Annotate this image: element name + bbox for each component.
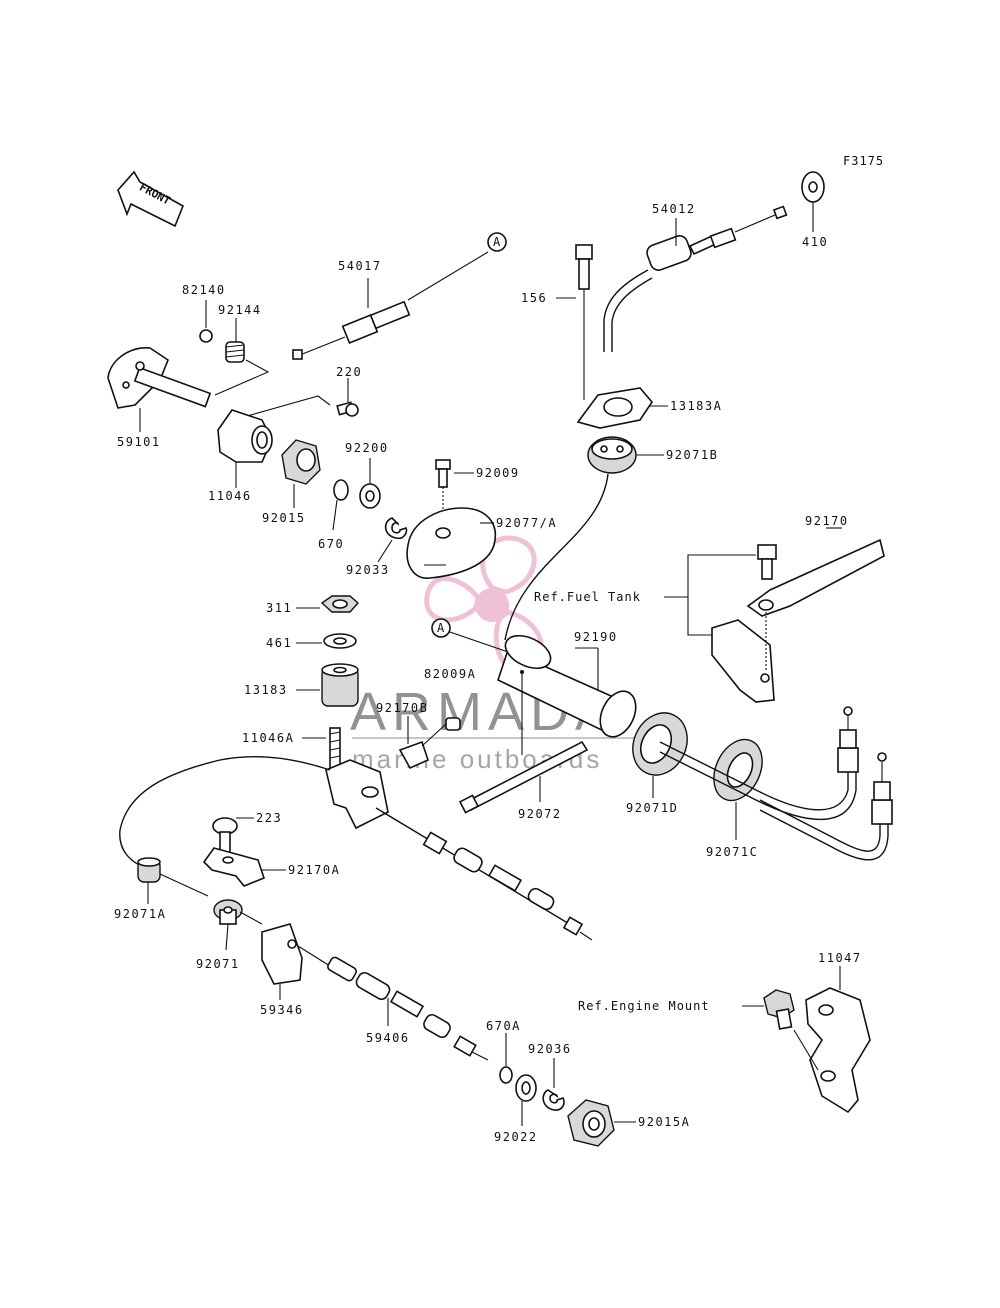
bracket-11046A bbox=[325, 727, 389, 830]
cable-loop-left bbox=[119, 756, 331, 869]
label-92071C: 92071C bbox=[706, 845, 758, 859]
label-92009: 92009 bbox=[476, 466, 520, 480]
control-cable-middle bbox=[375, 807, 593, 941]
washer-410-hole bbox=[808, 181, 818, 193]
cable-ends-right bbox=[659, 706, 893, 861]
label-92022: 92022 bbox=[494, 1130, 538, 1144]
label-92033: 92033 bbox=[346, 563, 390, 577]
bolt-engine-mount bbox=[763, 989, 795, 1030]
label-311: 311 bbox=[266, 601, 292, 615]
screw-92009 bbox=[435, 459, 451, 488]
bolt-92170-top bbox=[757, 544, 777, 580]
cover-92077A bbox=[406, 507, 497, 579]
callout-a-top-label: A bbox=[493, 235, 501, 249]
label-92077A: 92077/A bbox=[496, 516, 557, 530]
strap-92170 bbox=[746, 538, 885, 617]
label-82140: 82140 bbox=[182, 283, 226, 297]
watermark: ARMADA marine outboards bbox=[350, 535, 650, 774]
label-54017: 54017 bbox=[338, 259, 382, 273]
nut-311 bbox=[320, 595, 359, 613]
label-92170B: 92170B bbox=[376, 701, 428, 715]
label-13183: 13183 bbox=[244, 683, 288, 697]
nut-92015A bbox=[567, 1099, 615, 1147]
label-92170: 92170 bbox=[805, 514, 849, 528]
label-92071A: 92071A bbox=[114, 907, 166, 921]
label-156: 156 bbox=[521, 291, 547, 305]
label-410: 410 bbox=[802, 235, 828, 249]
label-92200: 92200 bbox=[345, 441, 389, 455]
label-92036: 92036 bbox=[528, 1042, 572, 1056]
block-59346 bbox=[261, 923, 303, 985]
callout-a-mid-label: A bbox=[437, 621, 445, 635]
label-92190: 92190 bbox=[574, 630, 618, 644]
grommet-92071A bbox=[137, 857, 161, 883]
label-92170A: 92170A bbox=[288, 863, 340, 877]
choke-cable-54017 bbox=[292, 251, 489, 360]
bracket-fuel-tank bbox=[711, 619, 775, 703]
nut-92015 bbox=[281, 439, 321, 485]
callout-a-mid bbox=[431, 618, 451, 638]
label-59101: 59101 bbox=[117, 435, 161, 449]
lockwasher-461 bbox=[323, 633, 357, 649]
label-670A: 670A bbox=[486, 1019, 521, 1033]
label-92071B: 92071B bbox=[666, 448, 718, 462]
clamp-92170A bbox=[202, 847, 265, 887]
circlip-92033 bbox=[384, 517, 408, 540]
ref-fuel-tank: Ref.Fuel Tank bbox=[534, 590, 641, 604]
label-92144: 92144 bbox=[218, 303, 262, 317]
label-92071D: 92071D bbox=[626, 801, 678, 815]
bolt-156 bbox=[575, 244, 593, 290]
label-92071: 92071 bbox=[196, 957, 240, 971]
label-11047: 11047 bbox=[818, 951, 862, 965]
cable-tie-92072 bbox=[458, 740, 589, 814]
boot-92190 bbox=[497, 634, 637, 738]
label-223: 223 bbox=[256, 811, 282, 825]
grommet-92071 bbox=[213, 899, 243, 925]
grommet-92071B bbox=[587, 436, 637, 474]
cable-59406 bbox=[297, 945, 489, 1061]
screw-223 bbox=[212, 817, 238, 855]
label-11046: 11046 bbox=[208, 489, 252, 503]
label-59406: 59406 bbox=[366, 1031, 410, 1045]
lever-59101 bbox=[107, 347, 212, 409]
front-arrow-icon: FRONT bbox=[117, 170, 185, 228]
spring-92144 bbox=[225, 341, 245, 363]
washer-92022 bbox=[515, 1074, 537, 1102]
label-13183A: 13183A bbox=[670, 399, 722, 413]
label-220: 220 bbox=[336, 365, 362, 379]
ball-82140 bbox=[199, 329, 213, 343]
washer-92200 bbox=[359, 483, 381, 509]
clip-92170B bbox=[398, 717, 461, 770]
label-11046A: 11046A bbox=[242, 731, 294, 745]
label-92015A: 92015A bbox=[638, 1115, 690, 1129]
ref-engine-mount: Ref.Engine Mount bbox=[578, 999, 710, 1013]
screw-220 bbox=[336, 401, 359, 417]
collar-13183 bbox=[321, 663, 359, 707]
label-92072: 92072 bbox=[518, 807, 562, 821]
oring-670 bbox=[333, 479, 349, 501]
label-461: 461 bbox=[266, 636, 292, 650]
oring-670A bbox=[499, 1066, 513, 1084]
label-670: 670 bbox=[318, 537, 344, 551]
label-92015: 92015 bbox=[262, 511, 306, 525]
label-82009A: 82009A bbox=[424, 667, 476, 681]
throttle-cable-54012 bbox=[603, 205, 788, 352]
label-54012: 54012 bbox=[652, 202, 696, 216]
bracket-11047 bbox=[805, 987, 871, 1114]
label-59346: 59346 bbox=[260, 1003, 304, 1017]
clip-92036 bbox=[542, 1089, 565, 1111]
fuel-cable-path bbox=[504, 473, 609, 641]
callout-a-top bbox=[487, 232, 507, 252]
housing-11046 bbox=[217, 409, 273, 463]
figure-code: F3175 bbox=[843, 154, 884, 168]
